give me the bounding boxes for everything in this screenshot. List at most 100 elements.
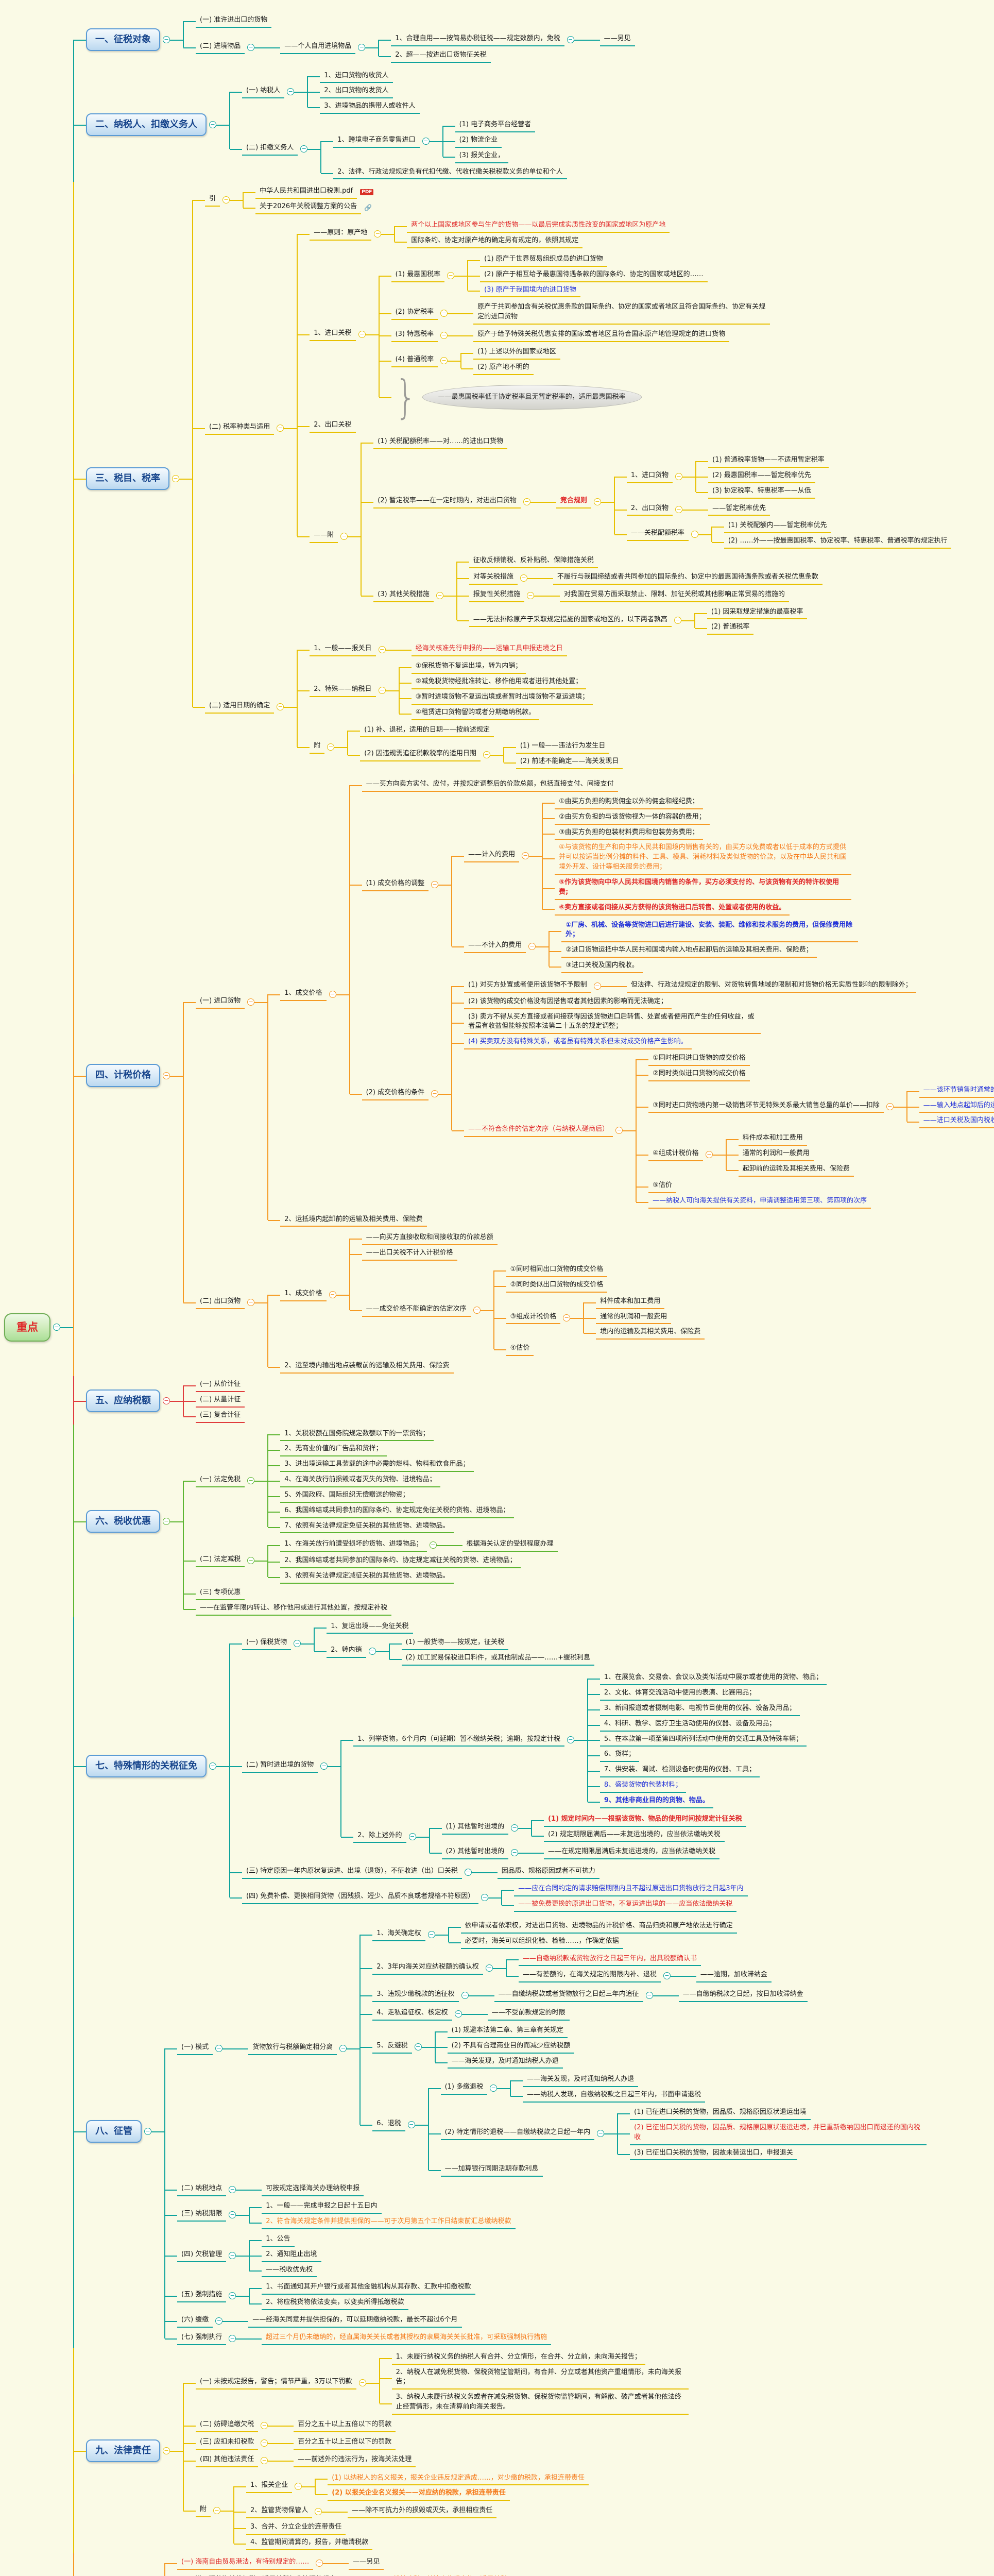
node-label[interactable]: 1、未履行纳税义务的纳税人有合并、分立情形，在合并、分立前，未向海关报告；: [391, 2351, 645, 2365]
node-label[interactable]: 不履行与我国缔结或者共同参加的国际条约、协定中的最惠国待遇条款或者关税优惠条款: [553, 571, 822, 585]
node-label[interactable]: 1、关税税额在国务院规定数额以下的一票货物；: [280, 1428, 434, 1442]
node-label[interactable]: (1) 成交价格的调整: [362, 878, 429, 891]
node-label[interactable]: 依申请或者依职权，对进出口货物、进境物品的计税价格、商品归类和原产地依法进行确定: [460, 1920, 737, 1934]
collapse-icon[interactable]: −: [528, 942, 536, 950]
collapse-icon[interactable]: −: [277, 703, 284, 710]
node-label[interactable]: 4、在海关放行前损毁或者灭失的货物、进境物品；: [280, 1474, 440, 1487]
node-label[interactable]: ——计入的费用: [464, 849, 520, 862]
callout-ellipse[interactable]: ——最惠国税率低于协定税率且无暂定税率的，适用最惠国税率: [422, 384, 642, 410]
node-label[interactable]: ——无法排除原产于采取规定措施的国家或地区的，以下两者孰高: [469, 614, 672, 628]
collapse-icon[interactable]: −: [358, 43, 366, 51]
node-label[interactable]: 1、成交价格: [280, 988, 327, 1002]
node-label[interactable]: (1) 关税配额内——暂定税率优先: [724, 520, 831, 534]
collapse-icon[interactable]: −: [329, 991, 336, 998]
node-label[interactable]: (一) 未按规定报告，警告；情节严重，3万以下罚款: [196, 2376, 356, 2390]
collapse-icon[interactable]: −: [481, 1893, 489, 1901]
collapse-icon[interactable]: −: [378, 686, 386, 694]
node-label[interactable]: (七) 强制执行: [177, 2332, 227, 2345]
node-label[interactable]: ④租赁进口货物留购或者分期缴纳税款。: [411, 707, 540, 720]
node-label[interactable]: 报复性关税措施: [469, 589, 524, 602]
node-label[interactable]: ——自缴纳税款之日起，按日加收滞纳金: [678, 1989, 808, 2003]
node-label[interactable]: ——关税配额税率: [626, 528, 689, 541]
node-label[interactable]: ——除不可抗力外的损毁或灭失，承担相应责任: [348, 2505, 497, 2519]
node-label[interactable]: ——船舶吨税，其法未作规定的，适用关税……: [375, 2574, 524, 2576]
node-label[interactable]: ——加算银行同期活期存款利息: [440, 2163, 543, 2177]
collapse-icon[interactable]: −: [408, 1833, 416, 1840]
node-label[interactable]: 3、进境物品的携带人或收件人: [320, 100, 420, 114]
collapse-icon[interactable]: −: [567, 36, 574, 43]
node-label[interactable]: 4、科研、教学、医疗卫生活动使用的仪器、设备及用品；: [599, 1718, 780, 1732]
collapse-icon[interactable]: −: [247, 43, 255, 51]
node-label[interactable]: ①同时相同进口货物的成交价格: [648, 1053, 750, 1066]
node-label[interactable]: ③暂时进境货物不复运出境或者暂时出境货物不复运进境；: [411, 691, 593, 705]
node-label[interactable]: (五) 强制措施: [177, 2289, 227, 2303]
collapse-icon[interactable]: −: [431, 1090, 439, 1098]
node-label[interactable]: (3) 其他关税措施: [373, 589, 434, 602]
node-label[interactable]: 6、货样；: [599, 1749, 640, 1762]
node-label[interactable]: ②进口货物运抵中华人民共和国境内输入地点起卸后的运输及其相关费用、保险费；: [561, 944, 817, 958]
node-label[interactable]: (1) 原产于世界贸易组织成员的进口货物: [480, 253, 607, 267]
node-label[interactable]: (2) 协定税率: [391, 307, 438, 320]
node-label[interactable]: (1) 一般货物——按规定，征关税: [401, 1637, 509, 1651]
node-label[interactable]: 2、除上述外的: [353, 1830, 406, 1843]
node-label[interactable]: 3、依照有关法律规定减征关税的其他货物、进境物品。: [280, 1570, 454, 1584]
node-label[interactable]: (4) 买卖双方没有特殊关系，或者虽有特殊关系但未对成交价格产生影响。: [464, 1036, 692, 1050]
node-label[interactable]: ——成交价格不能确定的估定次序: [362, 1303, 471, 1317]
node-label[interactable]: 3、新闻报道或者摄制电影、电视节目使用的仪器、设备及用品；: [599, 1703, 800, 1716]
node-label[interactable]: ——输入地点起卸后的运输及其相关费用、保险费；: [919, 1100, 994, 1113]
node-label[interactable]: 9、其他非商业目的的货物、物品。: [599, 1795, 713, 1808]
main-topic-node[interactable]: 二、纳税人、扣缴义务人: [86, 113, 207, 137]
node-label[interactable]: ①由买方负担的购货佣金以外的佣金和经纪费；: [555, 796, 703, 809]
node-label[interactable]: 1、一般——完成申报之日起十五日内: [262, 2200, 382, 2214]
node-label[interactable]: 2、出口货物: [626, 503, 673, 516]
collapse-icon[interactable]: −: [320, 1762, 328, 1770]
node-label[interactable]: ②由买方负担的与该货物视为一体的容器的费用；: [555, 811, 710, 825]
node-label[interactable]: 2、超——按进出口货物征关税: [391, 49, 491, 63]
node-label[interactable]: 必要时，海关可以组织化验、检验……，作确定依据: [460, 1936, 623, 1949]
node-label[interactable]: 1、成交价格: [280, 1288, 327, 1301]
node-label[interactable]: (一) 进口货物: [196, 995, 245, 1009]
node-label[interactable]: 1、在展览会、交易会、会议以及类似活动中展示或者使用的货物、物品；: [599, 1672, 827, 1686]
node-label[interactable]: 5、在本款第一项至第四项所列活动中使用的交通工具及特殊车辆；: [599, 1734, 807, 1747]
node-label[interactable]: ——不计入的费用: [464, 940, 526, 953]
node-label[interactable]: ①同时相同出口货物的成交价格: [506, 1264, 608, 1277]
collapse-icon[interactable]: −: [675, 505, 683, 513]
collapse-icon[interactable]: −: [172, 474, 179, 482]
node-label[interactable]: (二) 扣缴义务人: [242, 142, 298, 156]
node-label[interactable]: ——出口关税不计入计税价格: [362, 1247, 457, 1261]
node-label[interactable]: ——应在合同约定的请求赔偿期限内且不超过原进出口货物放行之日起3年内: [514, 1883, 748, 1896]
collapse-icon[interactable]: −: [414, 2043, 422, 2050]
node-label[interactable]: ②减免税货物经批准转让、移作他用或者进行其他处置；: [411, 676, 587, 689]
collapse-icon[interactable]: −: [261, 2456, 268, 2464]
node-label[interactable]: 起卸前的运输及其相关费用、保险费: [738, 1163, 854, 1177]
node-label[interactable]: 1、海关确定权: [372, 1928, 425, 1941]
node-label[interactable]: 百分之五十以上三倍以下的罚款: [294, 2436, 396, 2450]
collapse-icon[interactable]: −: [277, 425, 284, 432]
node-label[interactable]: ——纳税人可向海关提供有关资料，申请调整适用第三项、第四项的次序: [648, 1195, 871, 1209]
node-label[interactable]: (2) 加工贸易保税进口料件，或其他制成品——……+缓税利息: [401, 1652, 595, 1666]
collapse-icon[interactable]: −: [247, 1557, 255, 1565]
collapse-icon[interactable]: −: [358, 2379, 366, 2387]
node-label[interactable]: 百分之五十以上五倍以下的罚款: [294, 2419, 396, 2432]
node-label[interactable]: 关于2026年关税调整方案的公告: [255, 201, 362, 215]
node-label[interactable]: 3、纳税人未履行纳税义务或者在减免税货物、保税货物监管期间，有解散、破产或者其他…: [391, 2392, 689, 2415]
node-label[interactable]: (2) 特定情形的退税——自缴纳税款之日起一年内: [440, 2127, 595, 2141]
collapse-icon[interactable]: −: [144, 2128, 151, 2136]
collapse-icon[interactable]: −: [454, 2010, 462, 2018]
node-label[interactable]: 两个以上国家或地区参与生产的货物——以最后完成实质性改变的国家或地区为原产地: [407, 219, 670, 233]
main-topic-node[interactable]: 五、应纳税额: [86, 1389, 160, 1412]
node-label[interactable]: (2) 规定期限届满后——未复运出境的，应当依法缴纳关税: [544, 1829, 725, 1842]
node-label[interactable]: 4、监管期间清算的，报告，并缴清税款: [246, 2537, 373, 2550]
node-label[interactable]: (2) 不具有合理商业目的而减少应纳税额: [447, 2040, 575, 2054]
node-label[interactable]: ⑤估价: [648, 1180, 676, 1193]
node-label[interactable]: 对我国在贸易方面采取禁止、限制、加征关税或其他影响正常贸易的措施的: [559, 589, 789, 602]
node-label[interactable]: ——个人自用进境物品: [280, 41, 356, 54]
collapse-icon[interactable]: −: [563, 1314, 571, 1321]
collapse-icon[interactable]: −: [520, 574, 527, 582]
node-label[interactable]: (2) 原产于相互给予最惠国待遇条款的国际条约、协定的国家或地区的……: [480, 269, 708, 282]
collapse-icon[interactable]: −: [440, 357, 448, 364]
node-label[interactable]: (3) 已征出口关税的货物，因故未装运出口，申报退关: [630, 2147, 797, 2161]
node-label[interactable]: (2) 原产地不明的: [473, 362, 534, 375]
collapse-icon[interactable]: −: [358, 331, 366, 338]
node-label[interactable]: (2) 普通税率: [707, 621, 754, 635]
